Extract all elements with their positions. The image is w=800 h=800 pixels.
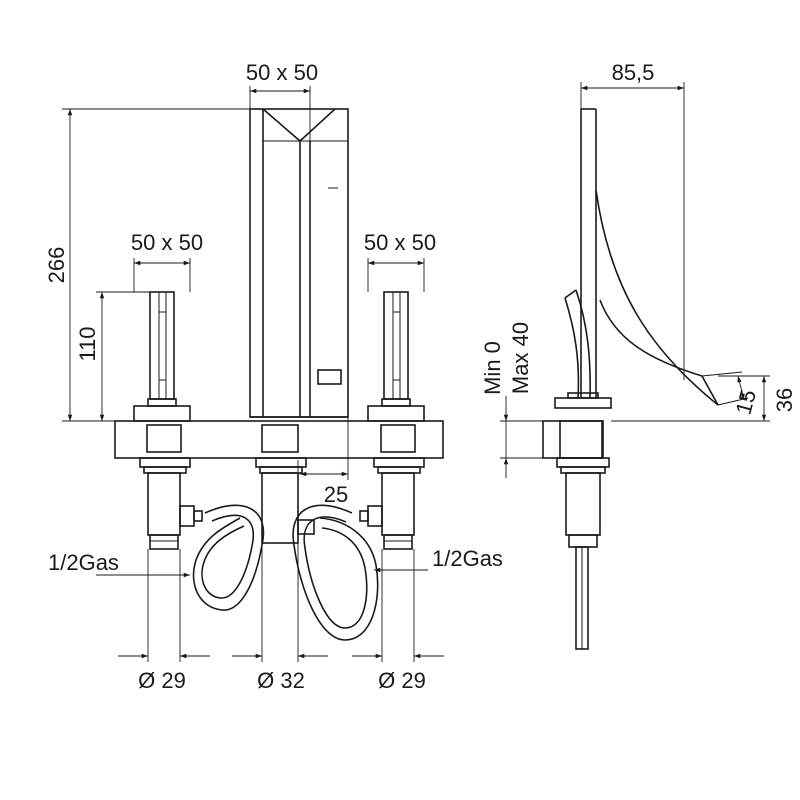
dim-spout-size: 50 x 50 (246, 60, 318, 85)
dia-right-label: Ø 29 (378, 668, 426, 693)
gas-right-label: 1/2Gas (432, 546, 503, 571)
dim-total-height: 266 (44, 247, 69, 284)
dim-offset: 25 (324, 482, 348, 507)
flex-hoses (192, 504, 379, 641)
dim-15: 15 (731, 387, 761, 417)
left-shank (139, 457, 203, 550)
dim-handle-height: 110 (75, 326, 100, 361)
center-shank (255, 457, 315, 544)
right-handle (367, 291, 425, 422)
dia-center-label: Ø 32 (257, 668, 305, 693)
dim-right-handle-size: 50 x 50 (364, 230, 436, 255)
side-view: 85,5 Min 0 Max 40 36 15 (480, 60, 797, 650)
right-shank (359, 457, 425, 550)
dim-36: 36 (772, 388, 797, 412)
deck-min-label: Min 0 (480, 341, 505, 395)
spout (249, 108, 349, 418)
dim-left-handle-size: 50 x 50 (131, 230, 203, 255)
dia-left-label: Ø 29 (138, 668, 186, 693)
deck-max-label: Max 40 (508, 322, 533, 394)
dim-depth: 85,5 (612, 60, 655, 85)
left-handle (133, 291, 191, 422)
front-view: 50 x 50 266 110 50 x 50 50 x 50 25 1/2Ga… (44, 60, 503, 693)
gas-left-label: 1/2Gas (48, 550, 119, 575)
